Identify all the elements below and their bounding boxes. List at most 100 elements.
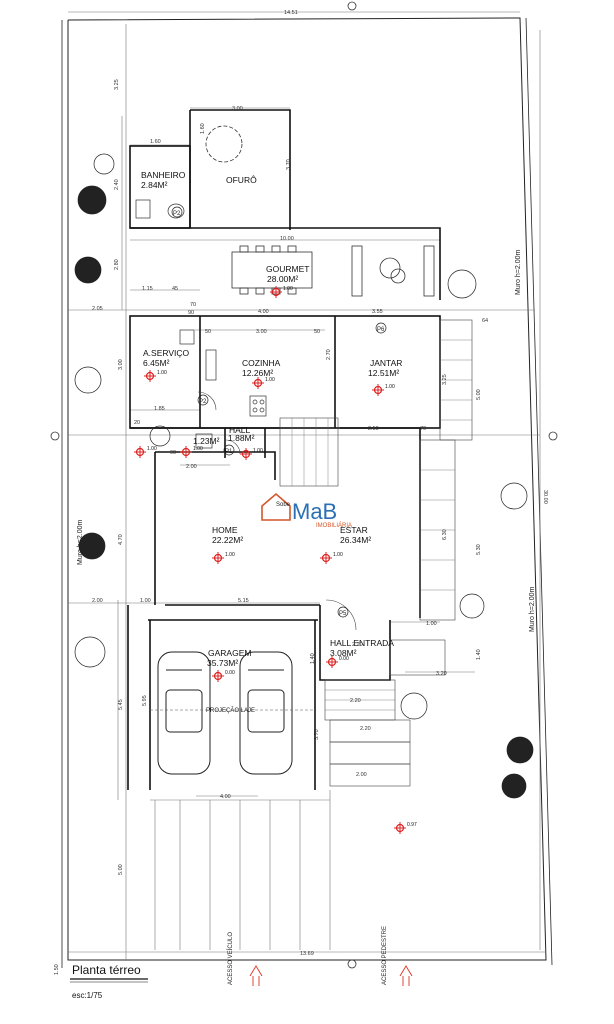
level-marker-icon: 1.00	[252, 377, 275, 389]
level-value: 1.00	[193, 446, 203, 452]
dim-280: 2.80	[114, 259, 120, 270]
door-tag-p5: P5	[339, 611, 347, 617]
dim-400-garage: 4.00	[220, 794, 231, 800]
driveway	[150, 790, 331, 950]
dim-90-top: 90	[188, 310, 194, 316]
room-home-area: 22.22M²	[212, 535, 243, 545]
dim-500-front: 5.00	[118, 864, 124, 875]
level-value: 0.00	[225, 670, 235, 676]
dim-50-b: 50	[314, 329, 320, 335]
mab-logo: MaB IMOBILIÁRIA	[261, 492, 352, 529]
level-marker-icon: 1.00	[240, 448, 263, 460]
dim-185: 1.85	[154, 406, 165, 412]
room-jantar-name: JANTAR	[370, 358, 402, 368]
muro-label-left: Muro h=2.00m	[77, 520, 84, 565]
level-value: 1.00	[385, 384, 395, 390]
dim-70-top: 70	[190, 302, 196, 308]
room-estar-name: ESTAR	[340, 525, 368, 535]
bathroom-fixtures-icon	[135, 199, 267, 449]
level-markers: 1.00 1.00 1.00 1.00 1.00 1.00 1.00 1.00 0.97 1.00…	[134, 286, 417, 834]
dim-160-bath: 1.60	[150, 139, 161, 145]
room-cozinha-area: 12.26M²	[242, 368, 273, 378]
level-value: 0.00	[339, 656, 349, 662]
door-tag-p2-service: P2	[199, 399, 207, 405]
room-aservico-area: 6.45M²	[143, 358, 170, 368]
dim-1000: 10.00	[280, 236, 294, 242]
dim-140: 1.40	[310, 653, 316, 664]
room-gourmet-area: 28.00M²	[267, 274, 298, 284]
dim-595: 5.95	[142, 695, 148, 706]
dim-overall-top: 14.51	[284, 10, 298, 16]
room-banheiro-area: 2.84M²	[141, 180, 168, 190]
room-home-name: HOME	[212, 525, 238, 535]
room-jantar-area: 12.51M²	[368, 368, 399, 378]
landscape-trees	[74, 153, 534, 799]
lot-boundary	[61, 17, 553, 968]
dim-355: 3.55	[372, 309, 383, 315]
dim-115: 1.15	[142, 286, 153, 292]
level-marker-icon: 1.00	[180, 446, 203, 458]
level-value: 1.00	[147, 446, 157, 452]
dim-200-hall: 2.00	[186, 464, 197, 470]
room-garagem-name: GARAGEM	[208, 648, 251, 658]
dim-240: 2.40	[114, 179, 120, 190]
door-tag-p6: P6	[377, 327, 385, 333]
plan-title: Planta térreo	[72, 963, 141, 977]
room-aservico-name: A.SERVIÇO	[143, 348, 190, 358]
dim-530: 5.30	[476, 544, 482, 555]
dim-200-stairs: 2.00	[356, 772, 367, 778]
dim-515: 5.15	[238, 598, 249, 604]
stairs	[279, 319, 473, 787]
door-tags: P1 P2 P2 P5 P6	[171, 206, 387, 618]
dim-100-left: 1.00	[140, 598, 151, 604]
level-value: 1.00	[253, 448, 263, 454]
logo-main-text: MaB	[292, 499, 337, 524]
level-marker-icon: 1.00	[270, 286, 293, 298]
dim-overall-bottom: 13.69	[300, 951, 314, 957]
dim-370: 3.70	[286, 159, 292, 170]
dim-205: 2.05	[92, 306, 103, 312]
room-hallentrada-name: HALL ENTRADA	[330, 638, 394, 648]
dim-200-left: 2.00	[92, 598, 103, 604]
dim-320: 3.20	[436, 671, 447, 677]
house-logo-icon	[261, 492, 291, 521]
muro-label-right-bottom: Muro h=2.00m	[529, 587, 536, 632]
level-value: 1.00	[225, 552, 235, 558]
dim-220-a: 2.20	[352, 642, 363, 648]
dim-400: 4.00	[258, 309, 269, 315]
level-value: 1.00	[283, 286, 293, 292]
level-marker-icon: 1.00	[320, 552, 343, 564]
level-value: 1.00	[333, 552, 343, 558]
dim-45: 45	[172, 286, 178, 292]
car-2-icon	[239, 651, 293, 775]
car-1-icon	[157, 651, 211, 775]
dim-160-ofuro: 1.60	[200, 123, 206, 134]
door-tag-p1: P1	[225, 449, 233, 455]
room-cozinha-name: COZINHA	[242, 358, 281, 368]
door-tag-p2-bath: P2	[173, 211, 181, 217]
dim-500-stair: 5.00	[476, 389, 482, 400]
room-banheiro-name: BANHEIRO	[141, 170, 186, 180]
level-value: 0.97	[407, 822, 417, 828]
walls	[127, 109, 441, 790]
level-marker-icon: 1.00	[144, 370, 167, 382]
projection-label: PROJEÇÃO LAJE	[206, 707, 255, 714]
access-vehicle-label: ACESSO VEÍCULO	[227, 932, 234, 985]
logo-sub-text: IMOBILIÁRIA	[316, 522, 352, 529]
dimension-labels: 14.51 13.69 30.00 3.00 1.60 2.40 1.60 3.…	[54, 10, 548, 975]
dim-470: 4.70	[118, 534, 124, 545]
room-estar-area: 26.34M²	[340, 535, 371, 545]
dim-370-stairs: 3.70	[314, 729, 320, 740]
dim-630: 6.30	[442, 529, 448, 540]
dim-140-right: 1.40	[476, 649, 482, 660]
room-hallentrada-area: 3.08M²	[330, 648, 357, 658]
dim-70-mid: 70	[420, 426, 426, 432]
dim-300-ofuro: 3.00	[232, 106, 243, 112]
level-marker-icon: 1.00	[212, 552, 235, 564]
dim-90-mid: 90	[170, 450, 176, 456]
dim-150: 1.50	[54, 964, 60, 975]
room-hall-name: HALL	[229, 425, 251, 435]
room-lavabo-area: 1.23M²	[193, 436, 220, 446]
level-value: 1.00	[265, 377, 275, 383]
